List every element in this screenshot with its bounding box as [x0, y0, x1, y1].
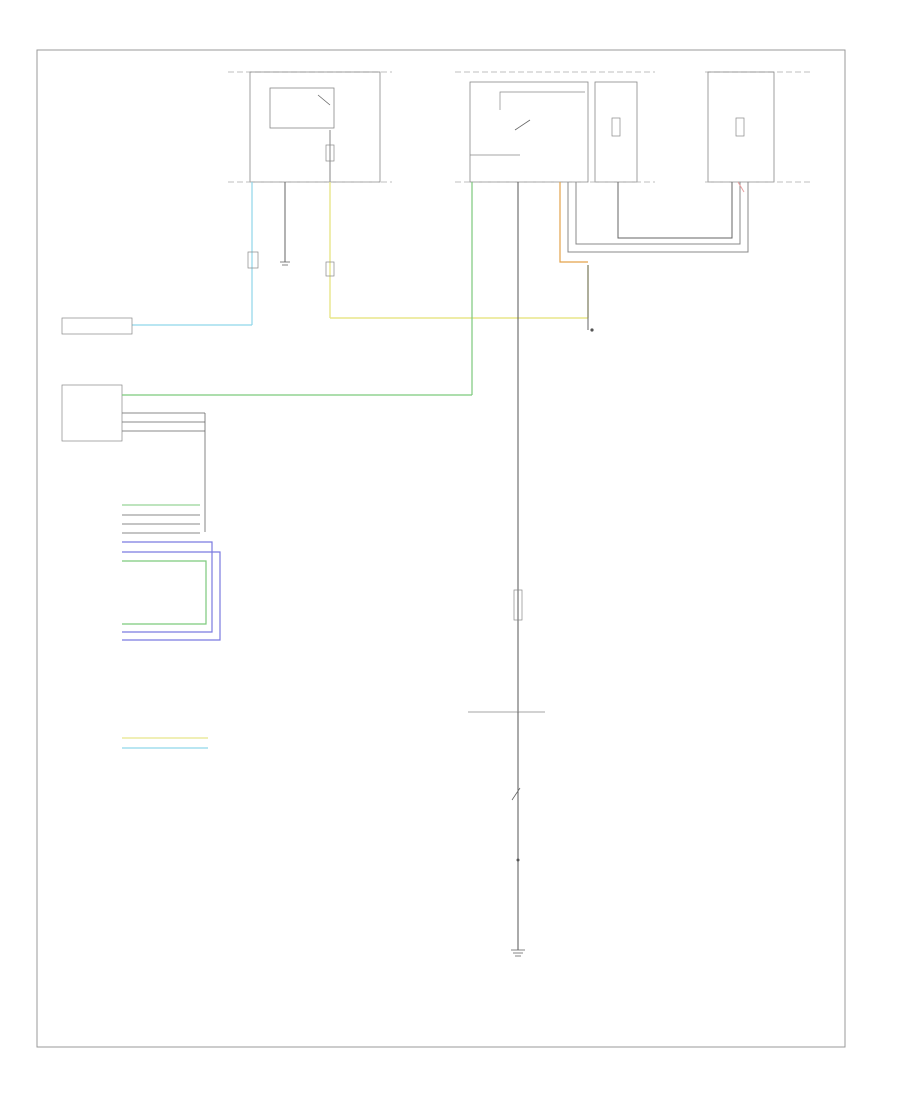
connector-4 [122, 737, 208, 749]
connector-1 [61, 317, 133, 335]
wire-grn [122, 560, 207, 625]
relay-box-middle [455, 71, 655, 183]
fuse-icon [611, 117, 621, 137]
switch-contact [511, 787, 521, 801]
wire-org [559, 182, 588, 263]
components-left-top [247, 251, 335, 277]
wire-pnk [737, 181, 745, 193]
splice-point [516, 858, 520, 862]
fuse-icon [325, 144, 335, 162]
fuse-box-right [705, 71, 810, 183]
connector-3 [122, 504, 221, 641]
fuse-relay-box-left [228, 71, 392, 183]
diagram-frame [36, 49, 846, 1048]
wire-blu [122, 541, 213, 633]
wire-blu [122, 551, 221, 641]
wires-top [132, 181, 749, 950]
switch-assembly [468, 589, 545, 957]
splice-point [590, 328, 594, 332]
wire-blk [617, 182, 733, 239]
wire-gry [567, 182, 749, 253]
connector-2 [61, 384, 206, 532]
wire-gry [575, 182, 741, 245]
fuse-icon [735, 117, 745, 137]
relay-element [269, 87, 335, 129]
